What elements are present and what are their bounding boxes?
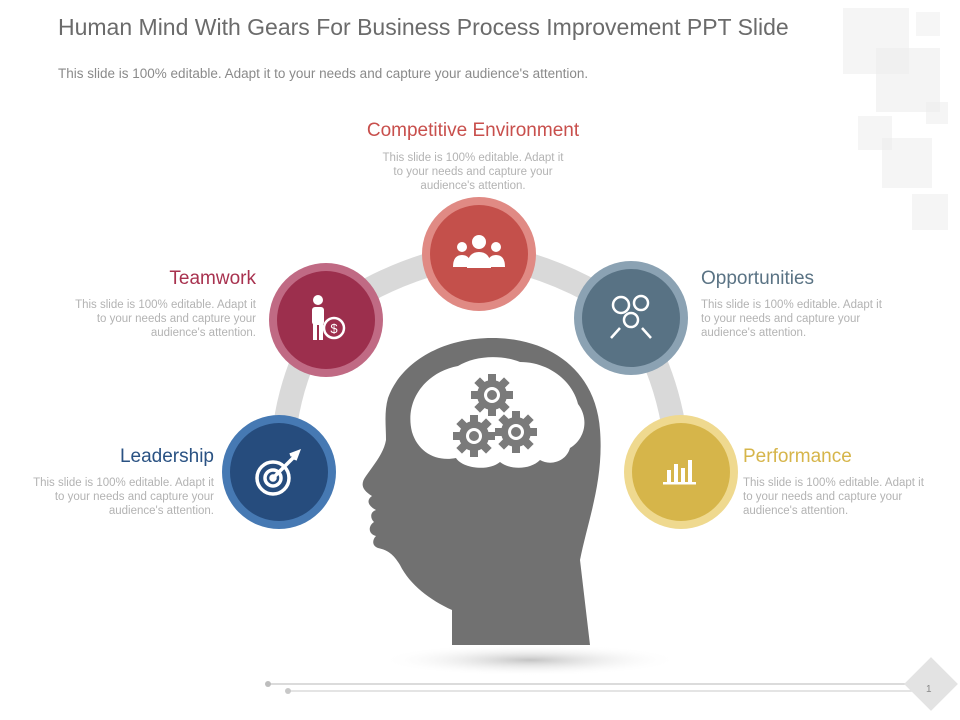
decor-square bbox=[916, 12, 940, 36]
opportunities-circle bbox=[574, 261, 688, 375]
page-number: 1 bbox=[926, 684, 932, 695]
slide-subtitle: This slide is 100% editable. Adapt it to… bbox=[58, 66, 589, 81]
competitive-circle bbox=[422, 197, 536, 311]
target-icon bbox=[255, 449, 301, 496]
gear-icon bbox=[471, 374, 513, 416]
competitive-heading: Competitive Environment bbox=[366, 120, 580, 141]
slide-title: Human Mind With Gears For Business Proce… bbox=[58, 14, 789, 40]
leadership-heading: Leadership bbox=[119, 446, 214, 467]
bar-chart-icon bbox=[663, 460, 696, 485]
gear-icon bbox=[453, 415, 495, 457]
competitive-desc: This slide is 100% editable. Adapt it to… bbox=[382, 152, 564, 192]
gear-icon bbox=[495, 411, 537, 453]
head-shadow bbox=[380, 644, 680, 676]
teamwork-desc: This slide is 100% editable. Adapt it to… bbox=[75, 299, 256, 339]
decor-square bbox=[926, 102, 948, 124]
gears-people-icon bbox=[610, 294, 652, 339]
performance-circle bbox=[624, 415, 738, 529]
performance-desc: This slide is 100% editable. Adapt it to… bbox=[743, 477, 924, 517]
decor-square bbox=[882, 138, 932, 188]
opportunities-desc: This slide is 100% editable. Adapt it to… bbox=[701, 299, 882, 339]
decor-square bbox=[876, 48, 940, 112]
svg-text:$: $ bbox=[330, 321, 338, 336]
leadership-desc: This slide is 100% editable. Adapt it to… bbox=[33, 477, 214, 517]
teamwork-circle: $ bbox=[269, 263, 383, 377]
leadership-circle bbox=[222, 415, 336, 529]
brain-shape bbox=[410, 357, 585, 468]
businessman-dollar-icon: $ bbox=[312, 295, 346, 340]
team-icon bbox=[453, 235, 505, 268]
opportunities-heading: Opportunities bbox=[701, 268, 815, 289]
teamwork-heading: Teamwork bbox=[169, 268, 256, 289]
decor-square bbox=[912, 194, 948, 230]
performance-heading: Performance bbox=[743, 446, 852, 467]
